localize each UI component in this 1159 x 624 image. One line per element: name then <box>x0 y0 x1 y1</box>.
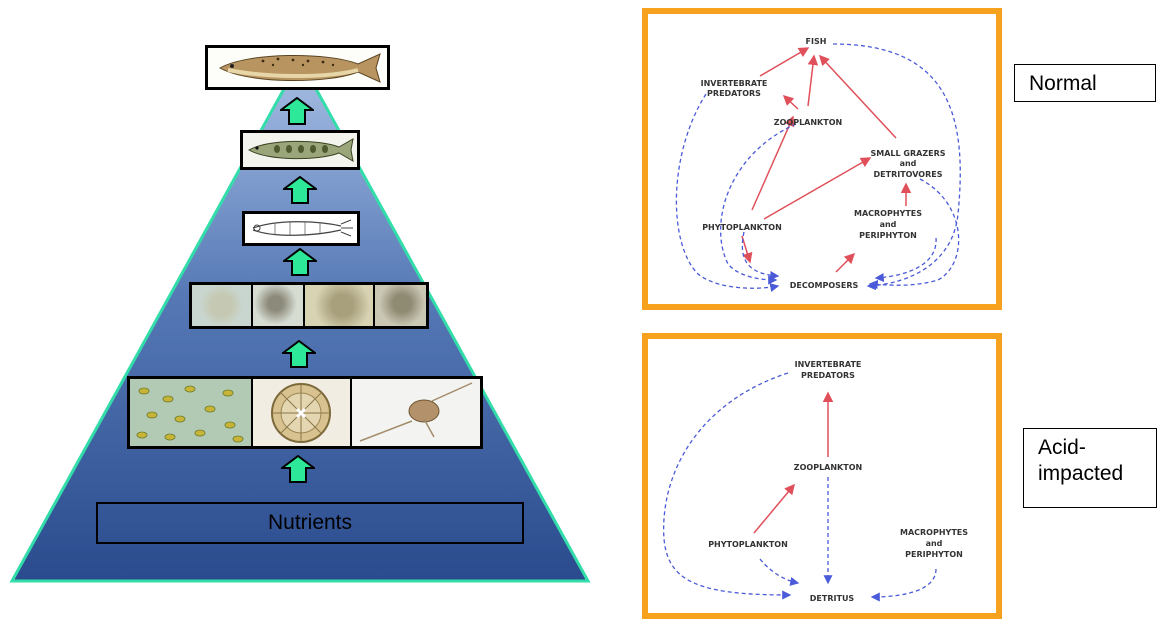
green-algae-photo <box>130 379 253 446</box>
zooplankton-photo <box>375 285 426 326</box>
normal-food-web-panel: FISH INVERTEBRATE PREDATORS ZOOPLANKTON … <box>642 8 1002 310</box>
arrow-invert-to-detritus <box>662 372 792 600</box>
up-arrow-icon <box>283 176 317 204</box>
node-zooplankton: ZOOPLANKTON <box>794 463 862 472</box>
arrow-invert-to-decomp <box>675 93 780 292</box>
arrow-grazers-to-fish <box>818 54 897 139</box>
node-fish: FISH <box>806 37 827 46</box>
up-arrow-icon <box>280 97 314 125</box>
arrow-zoo-to-invert <box>782 94 799 110</box>
arrow-zoo-to-decomp <box>720 123 797 285</box>
zooplankton-photo <box>253 285 305 326</box>
node-phytoplankton: PHYTOPLANKTON <box>702 223 782 232</box>
trout-image <box>205 45 390 90</box>
node-invertebrate-predators-2: PREDATORS <box>801 371 855 380</box>
node-zooplankton: ZOOPLANKTON <box>774 118 842 127</box>
arrow-phyto-to-zoo <box>751 115 795 211</box>
invertebrate-larva-image <box>242 211 360 246</box>
node-invertebrate-predators-1: INVERTEBRATE <box>795 360 862 369</box>
dinoflagellate-photo <box>352 379 480 446</box>
up-arrow-icon <box>283 248 317 276</box>
node-decomposers: DECOMPOSERS <box>790 281 859 290</box>
normal-label: Normal <box>1014 64 1156 102</box>
node-invertebrate-predators-1: INVERTEBRATE <box>701 79 768 88</box>
node-detritus: DETRITUS <box>810 594 855 603</box>
phytoplankton-images <box>127 376 483 449</box>
node-macrophytes-2: and <box>926 539 943 548</box>
acid-food-web-panel: INVERTEBRATE PREDATORS ZOOPLANKTON PHYTO… <box>642 333 1002 619</box>
arrow-invert-to-fish <box>759 47 810 77</box>
juvenile-fish-image <box>240 130 360 170</box>
node-macrophytes-1: MACROPHYTES <box>900 528 968 537</box>
arrow-fish-to-decomp <box>832 43 961 291</box>
diatom-photo <box>253 379 352 446</box>
nutrients-box: Nutrients <box>96 502 524 544</box>
arrow-macro-to-detritus <box>870 568 937 602</box>
up-arrow-icon <box>281 455 315 483</box>
node-invertebrate-predators-2: PREDATORS <box>707 89 761 98</box>
node-small-grazers-3: DETRITOVORES <box>874 170 943 179</box>
arrow-zoo-to-fish <box>807 54 819 107</box>
arrow-phyto-to-zoo <box>753 483 795 534</box>
arrow-phyto-to-decomp <box>741 235 753 264</box>
zooplankton-photo <box>305 285 375 326</box>
arrow-decomp-to-macro <box>835 252 856 273</box>
node-phytoplankton: PHYTOPLANKTON <box>708 540 788 549</box>
node-macrophytes-1: MACROPHYTES <box>854 209 922 218</box>
normal-food-web-diagram: FISH INVERTEBRATE PREDATORS ZOOPLANKTON … <box>675 37 961 292</box>
zooplankton-images <box>189 282 429 329</box>
acid-impacted-label: Acid-impacted <box>1023 428 1157 508</box>
arrow-phyto-to-decomp-dashed <box>741 231 780 281</box>
arrow-grazers-to-decomp <box>868 178 960 290</box>
arrow-macro-to-decomp <box>874 237 937 283</box>
node-macrophytes-3: PERIPHYTON <box>905 550 963 559</box>
node-macrophytes-3: PERIPHYTON <box>859 231 917 240</box>
zooplankton-photo <box>192 285 253 326</box>
up-arrow-icon <box>282 340 316 368</box>
arrow-phyto-to-detritus <box>759 558 800 586</box>
node-small-grazers-2: and <box>900 159 917 168</box>
acid-food-web-diagram: INVERTEBRATE PREDATORS ZOOPLANKTON PHYTO… <box>662 360 968 603</box>
arrow-phyto-to-grazers <box>763 157 872 220</box>
node-macrophytes-2: and <box>880 220 897 229</box>
node-small-grazers-1: SMALL GRAZERS <box>871 149 946 158</box>
